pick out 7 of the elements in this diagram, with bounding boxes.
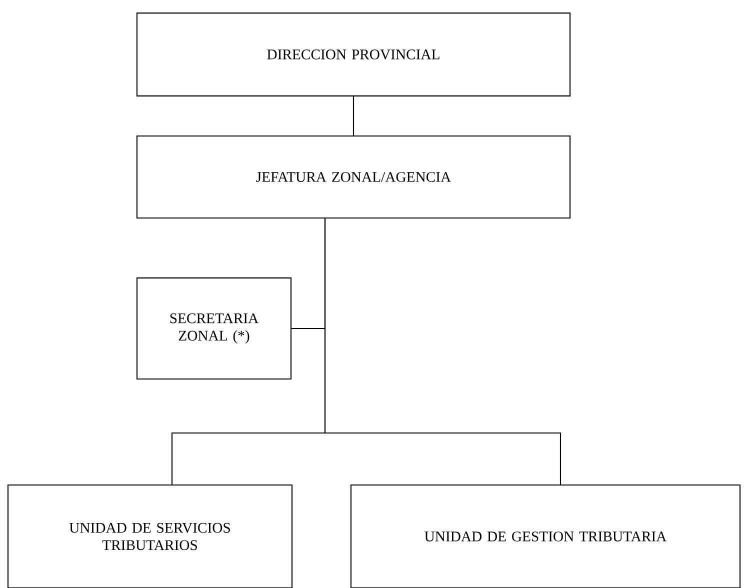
org-box: SECRETARIA ZONAL (*) xyxy=(136,277,292,380)
connector-line xyxy=(324,218,562,485)
org-box: JEFATURA ZONAL/AGENCIA xyxy=(136,135,571,219)
org-box: DIRECCION PROVINCIAL xyxy=(136,12,571,96)
org-box: UNIDAD DE GESTION TRIBUTARIA xyxy=(350,484,741,588)
org-box: UNIDAD DE SERVICIOS TRIBUTARIOS xyxy=(7,484,293,588)
connector-line xyxy=(352,96,354,136)
